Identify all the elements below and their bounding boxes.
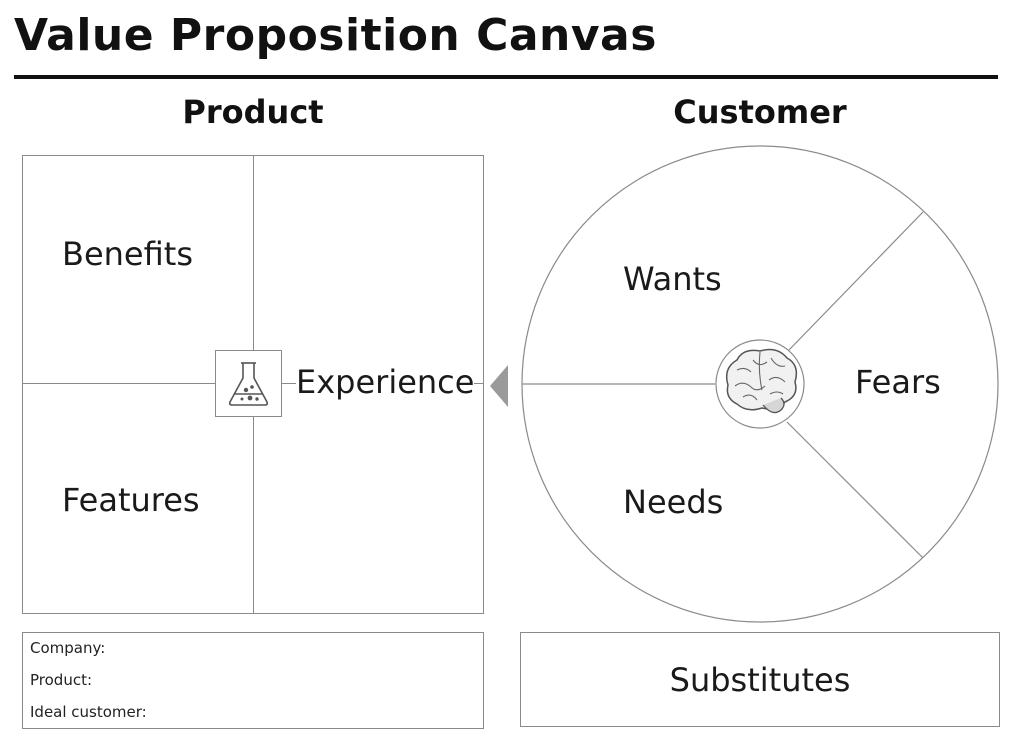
benefits-label: Benefits [62,235,193,273]
experience-label: Experience [296,363,475,401]
flask-icon-box [215,350,282,417]
flask-icon [228,362,269,406]
company-field-label: Company: [30,639,106,657]
customer-circle [521,145,999,623]
substitutes-label: Substitutes [669,660,851,699]
circle-divider-upper-right [788,211,924,351]
fears-label: Fears [855,363,941,401]
customer-heading: Customer [673,93,847,131]
product-square [22,155,484,614]
wants-label: Wants [623,260,722,298]
product-heading: Product [182,93,324,131]
ideal-customer-field-label: Ideal customer: [30,703,147,721]
product-info-box [22,632,484,729]
needs-label: Needs [623,483,724,521]
product-field-label: Product: [30,671,93,689]
title-rule [14,75,998,79]
features-label: Features [62,481,200,519]
page-title: Value Proposition Canvas [14,10,657,61]
substitutes-box: Substitutes [520,632,1000,727]
brain-icon [725,348,798,414]
circle-divider-lower-right [786,421,924,559]
arrow-left-icon [490,365,508,407]
